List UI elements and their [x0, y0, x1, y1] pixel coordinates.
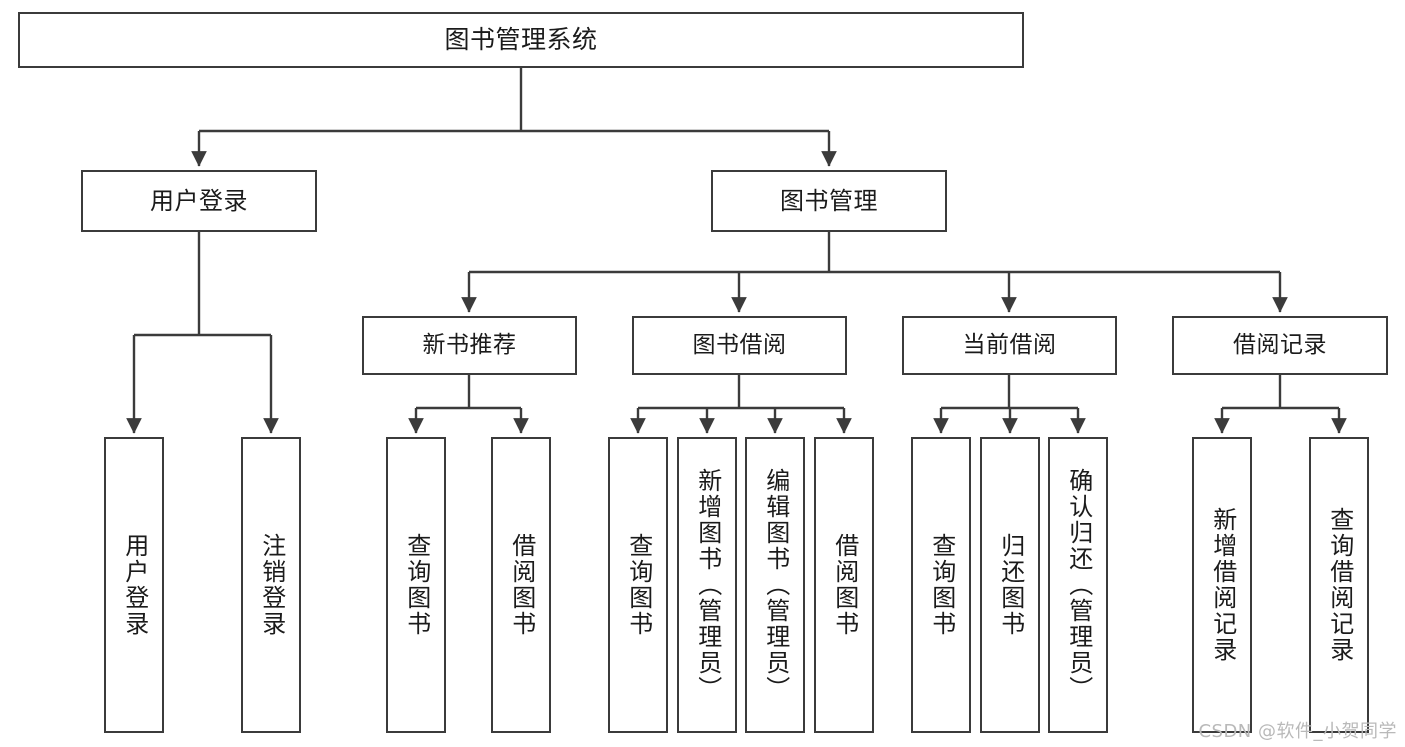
node-leaf-borrow-book-1-label: 借阅图书: [507, 533, 536, 637]
node-user-login[interactable]: 用户登录: [81, 170, 317, 232]
node-leaf-confirm-return-admin-label: 确认归还（管理员）: [1064, 468, 1093, 702]
node-leaf-user-login-label: 用户登录: [120, 533, 149, 637]
node-current-borrow-label: 当前借阅: [962, 331, 1057, 358]
node-leaf-edit-book-admin[interactable]: 编辑图书（管理员）: [745, 437, 805, 733]
node-user-login-label: 用户登录: [150, 186, 248, 215]
node-leaf-add-book-admin-label: 新增图书（管理员）: [693, 468, 722, 702]
node-leaf-add-book-admin[interactable]: 新增图书（管理员）: [677, 437, 737, 733]
node-root-label: 图书管理系统: [444, 25, 598, 54]
node-book-borrow-label: 图书借阅: [692, 331, 787, 358]
node-book-management-label: 图书管理: [780, 186, 878, 215]
node-leaf-borrow-book-2-label: 借阅图书: [830, 533, 859, 637]
node-leaf-borrow-book-2[interactable]: 借阅图书: [814, 437, 874, 733]
node-new-book-recommend-label: 新书推荐: [422, 331, 517, 358]
node-borrow-record-label: 借阅记录: [1233, 331, 1327, 358]
node-leaf-query-book-1[interactable]: 查询图书: [386, 437, 446, 733]
node-leaf-query-book-3[interactable]: 查询图书: [911, 437, 971, 733]
node-leaf-query-book-3-label: 查询图书: [927, 533, 956, 637]
node-leaf-return-book-label: 归还图书: [996, 533, 1025, 637]
node-leaf-query-book-2-label: 查询图书: [624, 533, 653, 637]
node-borrow-record[interactable]: 借阅记录: [1172, 316, 1388, 375]
node-book-management[interactable]: 图书管理: [711, 170, 947, 232]
node-leaf-logout-login-label: 注销登录: [257, 533, 286, 637]
node-leaf-query-book-1-label: 查询图书: [402, 533, 431, 637]
csdn-watermark: CSDN @软件_小贺同学: [1198, 721, 1397, 742]
node-root[interactable]: 图书管理系统: [18, 12, 1024, 68]
node-leaf-add-borrow-record[interactable]: 新增借阅记录: [1192, 437, 1252, 733]
node-book-borrow[interactable]: 图书借阅: [632, 316, 847, 375]
node-leaf-confirm-return-admin[interactable]: 确认归还（管理员）: [1048, 437, 1108, 733]
node-new-book-recommend[interactable]: 新书推荐: [362, 316, 577, 375]
node-leaf-return-book[interactable]: 归还图书: [980, 437, 1040, 733]
node-leaf-query-borrow-record[interactable]: 查询借阅记录: [1309, 437, 1369, 733]
node-leaf-edit-book-admin-label: 编辑图书（管理员）: [761, 468, 790, 702]
node-leaf-add-borrow-record-label: 新增借阅记录: [1208, 507, 1237, 663]
node-leaf-borrow-book-1[interactable]: 借阅图书: [491, 437, 551, 733]
node-leaf-logout-login[interactable]: 注销登录: [241, 437, 301, 733]
node-leaf-query-book-2[interactable]: 查询图书: [608, 437, 668, 733]
node-leaf-user-login[interactable]: 用户登录: [104, 437, 164, 733]
node-current-borrow[interactable]: 当前借阅: [902, 316, 1117, 375]
node-leaf-query-borrow-record-label: 查询借阅记录: [1325, 507, 1354, 663]
